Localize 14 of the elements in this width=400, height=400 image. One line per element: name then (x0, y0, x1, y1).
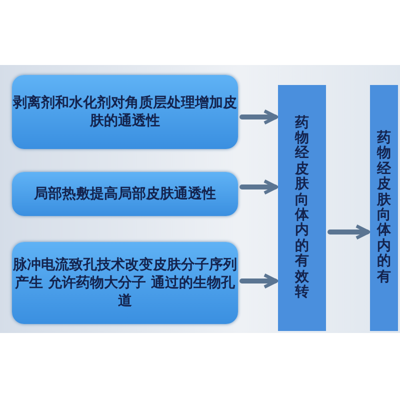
box-text: 局部热敷提高局部皮肤通透性 (34, 184, 216, 204)
process-box (12, 242, 238, 324)
box-text: 药物经皮肤向体内的有效转 (295, 116, 309, 300)
vertical-process-box (278, 85, 326, 331)
box-text: 剥离剂和水化剂对角质层处理增加皮肤的通透性 (12, 94, 238, 130)
arrow (240, 179, 278, 195)
process-box (12, 75, 238, 149)
box-text: 脉冲电流致孔技术改变皮肤分子序列产生 允许药物大分子 通过的生物孔道 (12, 256, 238, 310)
arrow (240, 109, 278, 125)
box-text: 药物经皮肤向体内的有 (377, 131, 391, 285)
arrow (328, 224, 370, 240)
process-box (12, 172, 238, 216)
vertical-process-box (370, 85, 398, 331)
arrow (240, 273, 278, 289)
